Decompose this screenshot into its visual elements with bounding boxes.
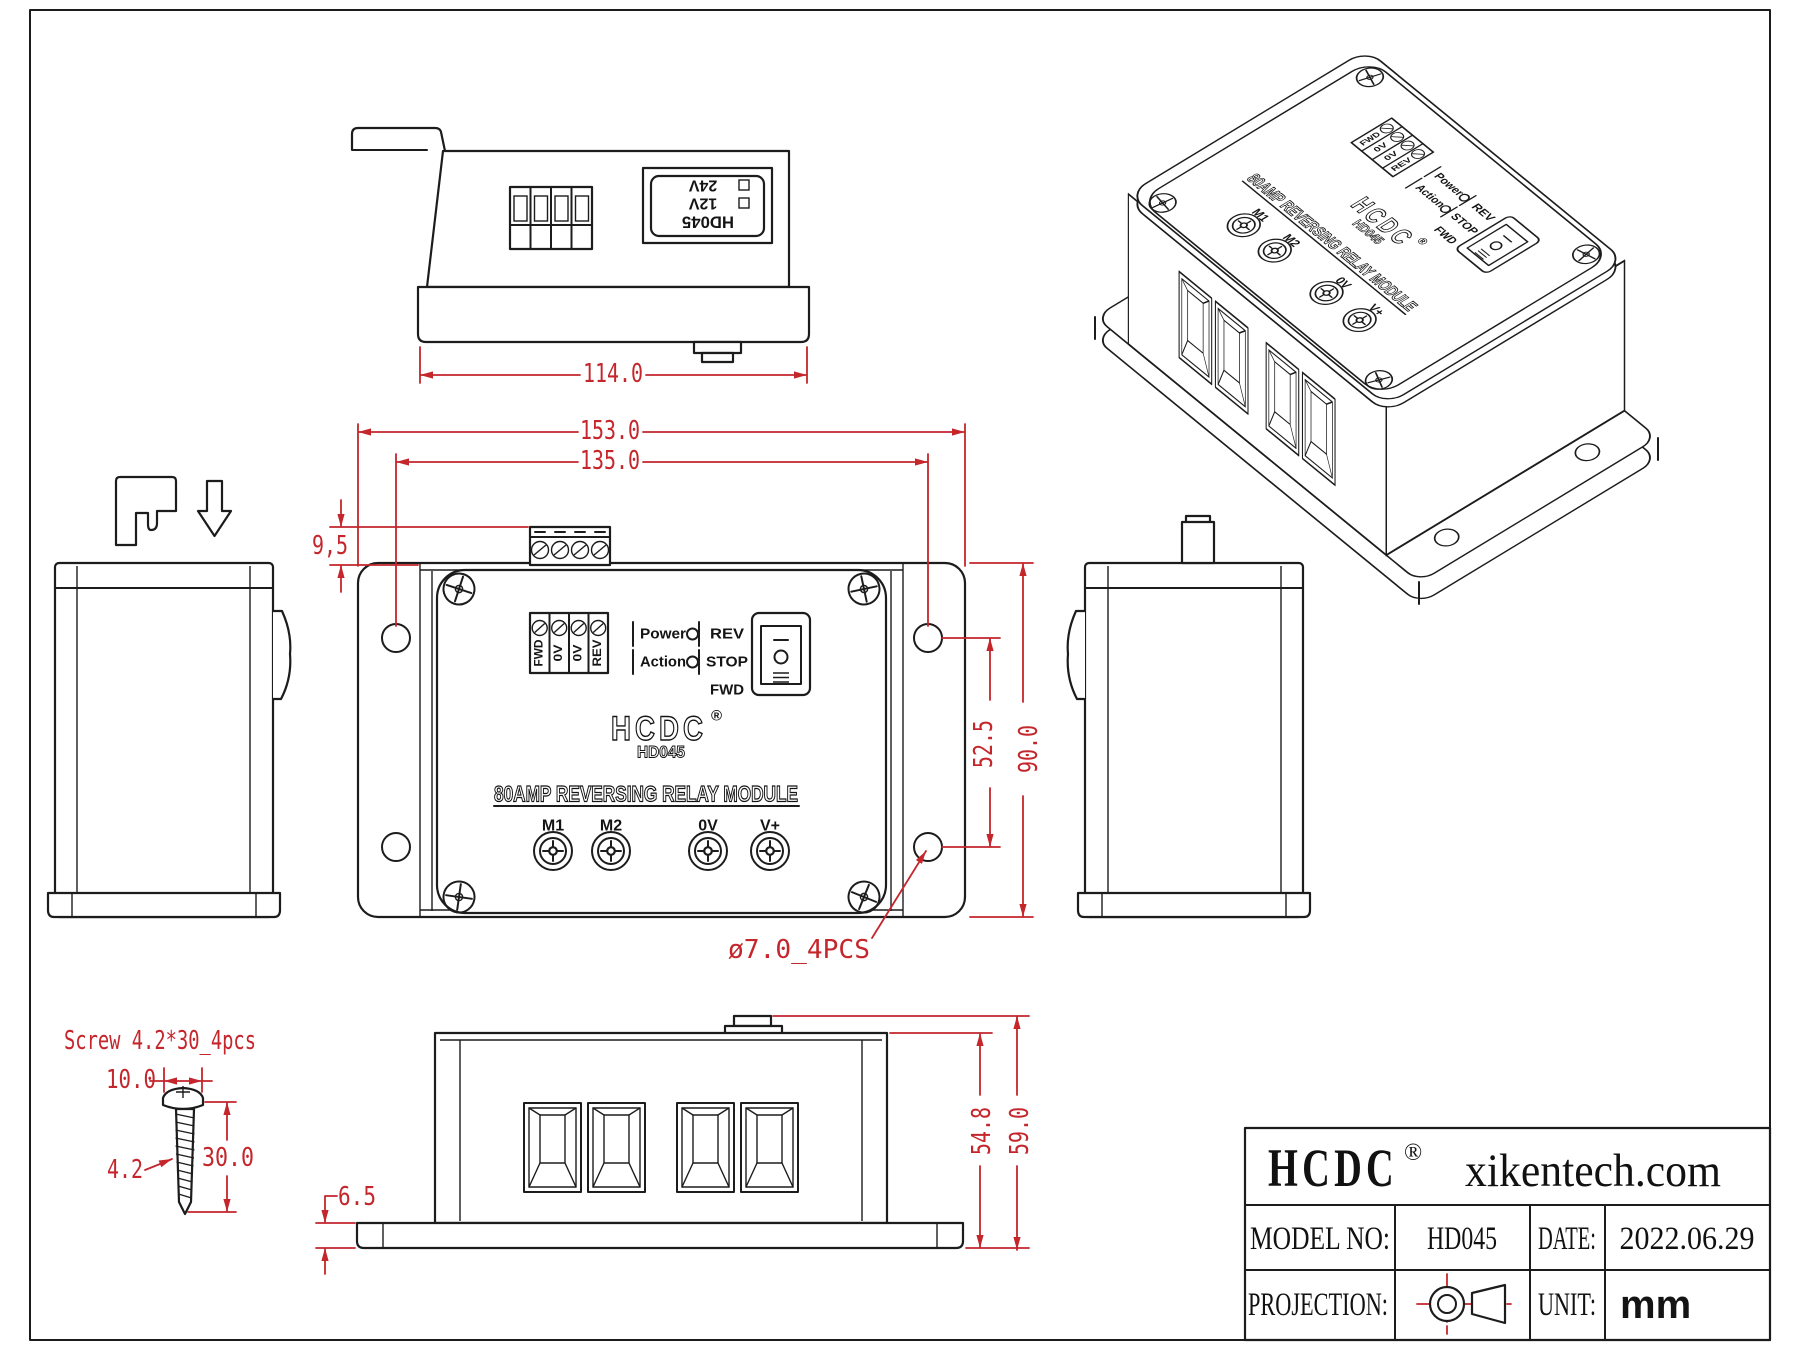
screw-note: Screw 4.2*30_4pcs [64,1026,256,1056]
side-connector [1180,514,1216,565]
dim-54-8: 54.8 [889,1032,1030,1249]
screw-drawing [161,1086,205,1216]
checkbox-24v [738,179,750,191]
dim-4-2-text: 4.2 [107,1155,143,1185]
projection-symbol-icon [1416,1273,1515,1335]
dim-90: 90.0 [969,562,1044,918]
dim-30-text: 30.0 [202,1143,254,1173]
dim-6-5-text: 6.5 [338,1182,376,1212]
mounting-hole [1433,528,1460,547]
dim-9-5-text: 9,5 [312,531,348,561]
dim-135: 135.0 [395,446,929,627]
projection-label: PROJECTION: [1248,1287,1388,1323]
dim-59: 59.0 [772,1015,1035,1251]
model-label: MODEL NO: [1250,1221,1390,1257]
relay-slots [523,1102,799,1193]
dim-135-text: 135.0 [580,446,640,476]
left-side-view [46,475,292,919]
label-24v: 24V [688,177,717,194]
dim-153: 153.0 [357,416,966,567]
din-clip-tab [692,340,743,355]
dim-10-text: 10.0 [106,1065,156,1095]
titleblock-brand: HCDC [1268,1138,1398,1198]
date-value: 2022.06.29 [1620,1221,1755,1257]
sheet-border [29,9,1771,1341]
label-12v: 12V [688,195,717,212]
label-model: HD045 [682,213,734,232]
dim-9-5: 9,5 [312,499,529,593]
top-terminal-block [528,525,612,567]
unit-value: mm [1620,1283,1691,1327]
hole-callout-text: ø7.0_4PCS [728,935,870,965]
mounting-hole [1574,443,1601,462]
dim-52-5: 52.5 [941,637,1001,848]
dim-30: 30.0 [187,1101,254,1213]
dim-6-5: 6.5 [315,1182,376,1275]
rear-connector [508,185,594,251]
top-view: HD045 12V 24V 114.0 [350,126,811,389]
din-clip [114,475,178,547]
right-side-view [1066,514,1312,919]
screw-detail: Screw 4.2*30_4pcs 10.0 4.2 30.0 [64,1026,256,1216]
checkbox-12v [738,197,750,209]
dim-114-text: 114.0 [583,359,643,389]
titleblock-reg: ® [1404,1140,1422,1166]
dim-59-text: 59.0 [1005,1107,1035,1155]
down-arrow-icon [196,479,233,538]
titleblock-site: xikentech.com [1465,1145,1721,1197]
switch-side-profile [273,609,292,701]
unit-label: UNIT: [1538,1287,1596,1323]
dim-114: 114.0 [419,346,808,389]
title-block: HCDC ® xikentech.com MODEL NO: HD045 DAT… [1243,1126,1772,1342]
dim-10: 10.0 [106,1065,213,1095]
dim-4-2: 4.2 [107,1155,174,1185]
dim-54-8-text: 54.8 [967,1107,997,1155]
front-view: 153.0 135.0 9,5 52.5 90.0 ø7.0_4PCS [312,416,1044,965]
hole-callout: ø7.0_4PCS [728,849,930,965]
dim-153-text: 153.0 [580,416,640,446]
date-label: DATE: [1538,1221,1596,1257]
bottom-view: 6.5 54.8 59.0 [315,1014,1035,1275]
mounting-hole [381,832,411,862]
dim-90-text: 90.0 [1014,725,1044,773]
switch-side-profile [1066,609,1085,701]
dim-52-5-text: 52.5 [969,720,999,768]
voltage-label: HD045 12V 24V [641,166,774,245]
model-value: HD045 [1427,1221,1497,1257]
isometric-view [1094,55,1659,605]
